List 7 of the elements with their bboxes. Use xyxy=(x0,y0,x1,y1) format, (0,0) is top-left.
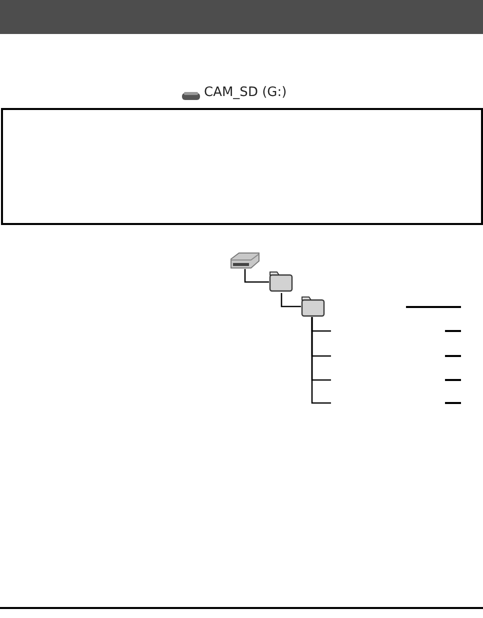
drive-icon xyxy=(229,252,261,269)
tree-line xyxy=(280,293,301,308)
folder-icon xyxy=(301,296,325,317)
tree-line xyxy=(311,317,331,404)
tree-line xyxy=(244,269,269,283)
folder-icon xyxy=(269,271,294,293)
drive-label: CAM_SD (G:) xyxy=(204,85,287,100)
